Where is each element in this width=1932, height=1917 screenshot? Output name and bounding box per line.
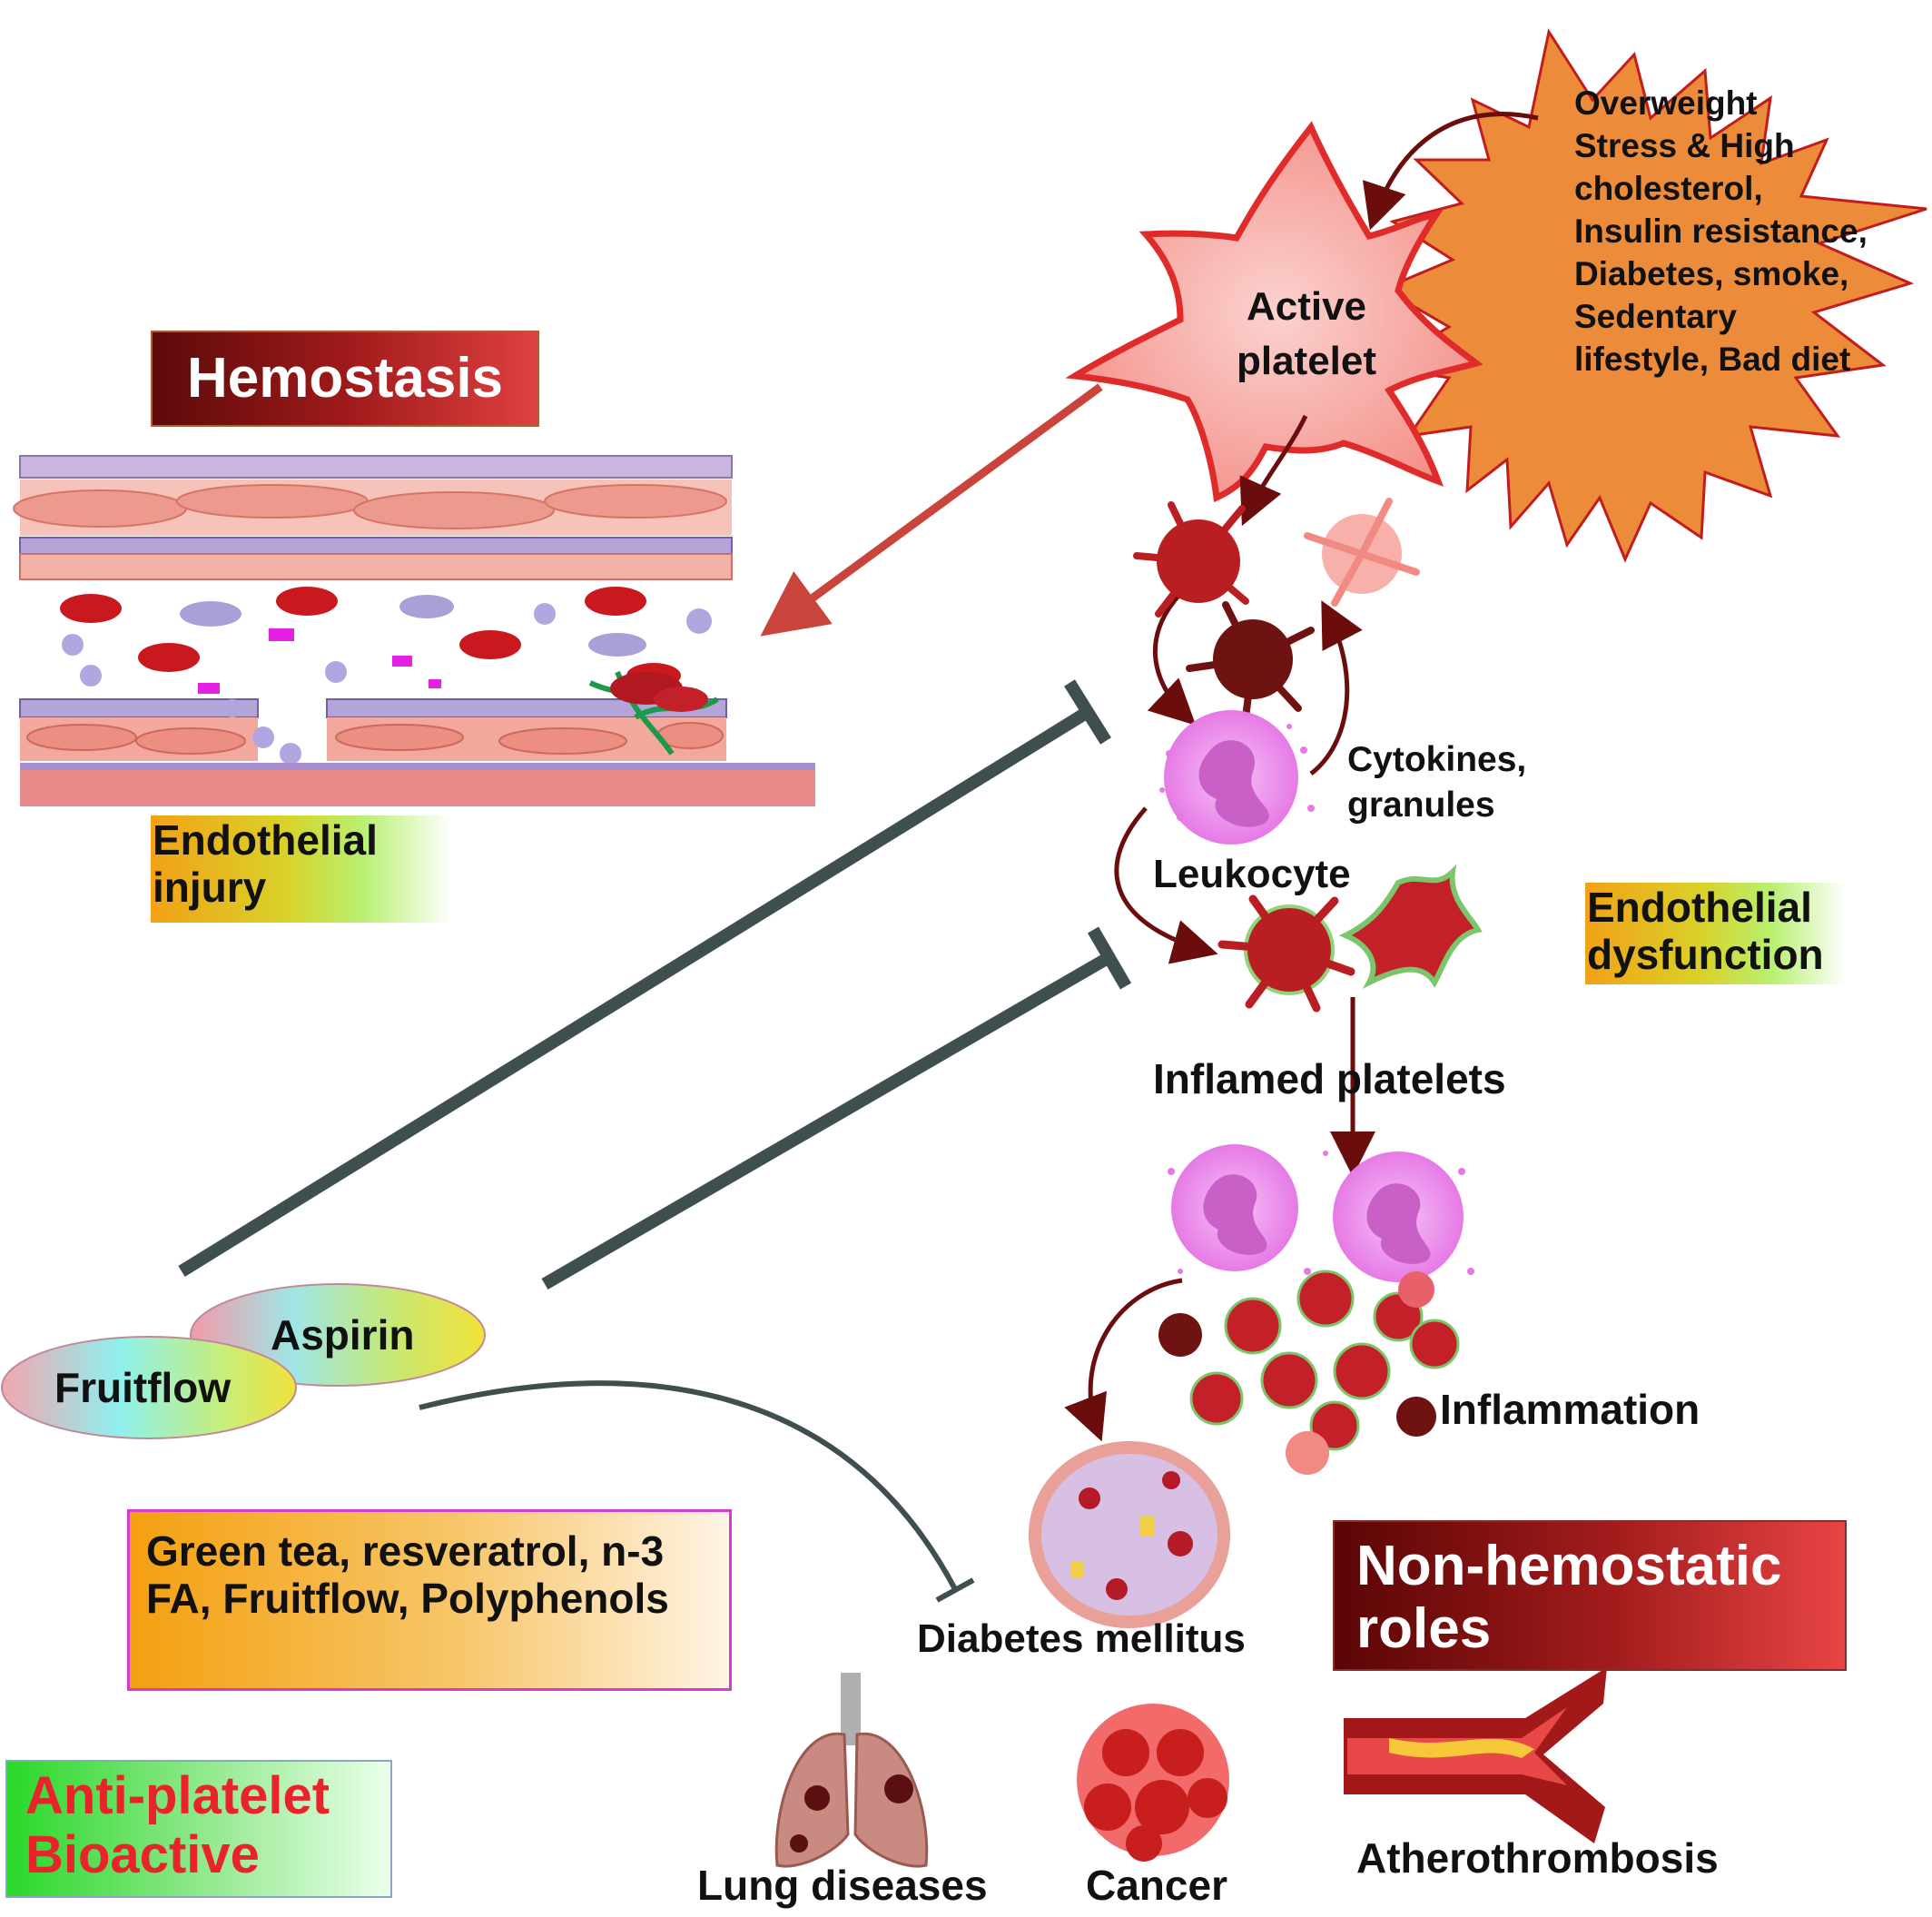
risk-burst [1375, 28, 1927, 563]
risk-factor-item: Overweight [1574, 84, 1758, 122]
risk-factor-item: Diabetes, smoke, [1574, 255, 1849, 292]
diabetes-islet [1029, 1441, 1230, 1628]
lung-diseases-label: Lung diseases [697, 1862, 988, 1909]
pathway-arrows [1064, 112, 1539, 1442]
artery-icon [1344, 1667, 1607, 1843]
cancer-label: Cancer [1086, 1862, 1227, 1909]
inflammation-cluster [1158, 1270, 1460, 1475]
endothelial-injury-label: Endothelial injury [151, 815, 452, 923]
fruitflow-oval [1, 1336, 297, 1439]
risk-factors-list: Overweight Stress & High cholesterol, In… [1574, 82, 1868, 380]
leukocyte-cell [1159, 710, 1315, 845]
risk-factor-item: Stress & High [1574, 127, 1795, 164]
atherothrombosis-label: Atherothrombosis [1356, 1834, 1719, 1882]
cancer-icon [1077, 1704, 1229, 1862]
risk-factor-item: cholesterol, [1574, 170, 1763, 207]
cytokines-granules-label: Cytokines, granules [1347, 740, 1527, 825]
leukocyte-label: Leukocyte [1153, 852, 1351, 896]
vessel-illustration [13, 455, 815, 806]
risk-factor-item: Insulin resistance, [1574, 212, 1868, 250]
leukocytes-pair [1168, 1144, 1474, 1282]
to-hemostasis-arrow [760, 383, 1103, 637]
aspirin-label: Aspirin [271, 1311, 415, 1359]
platelets-top [1133, 498, 1420, 721]
endothelial-dysfunction-label: Endothelial dysfunction [1585, 883, 1845, 984]
inflamed-platelets [1217, 864, 1483, 1013]
hemostasis-title: Hemostasis [151, 331, 539, 427]
non-hemostatic-roles-title: Non-hemostatic roles [1333, 1520, 1847, 1671]
lungs-icon [774, 1673, 929, 1868]
risk-factor-item: lifestyle, Bad diet [1574, 341, 1851, 378]
bioactives-box: Green tea, resveratrol, n-3 FA, Fruitflo… [127, 1509, 732, 1691]
inhibition-curve [419, 1380, 958, 1591]
inflammation-label: Inflammation [1440, 1386, 1700, 1433]
fruitflow-label: Fruitflow [54, 1364, 232, 1411]
risk-factor-item: Sedentary [1574, 298, 1737, 335]
inflamed-platelets-label: Inflamed platelets [1153, 1055, 1506, 1102]
active-platelet-label: Active platelet [1236, 284, 1377, 383]
inhibition-lines [178, 679, 1132, 1290]
inhibition-curve-bar [935, 1577, 975, 1603]
diabetes-mellitus-label: Diabetes mellitus [917, 1616, 1246, 1661]
anti-platelet-bioactive-title: Anti-platelet Bioactive [5, 1760, 392, 1898]
